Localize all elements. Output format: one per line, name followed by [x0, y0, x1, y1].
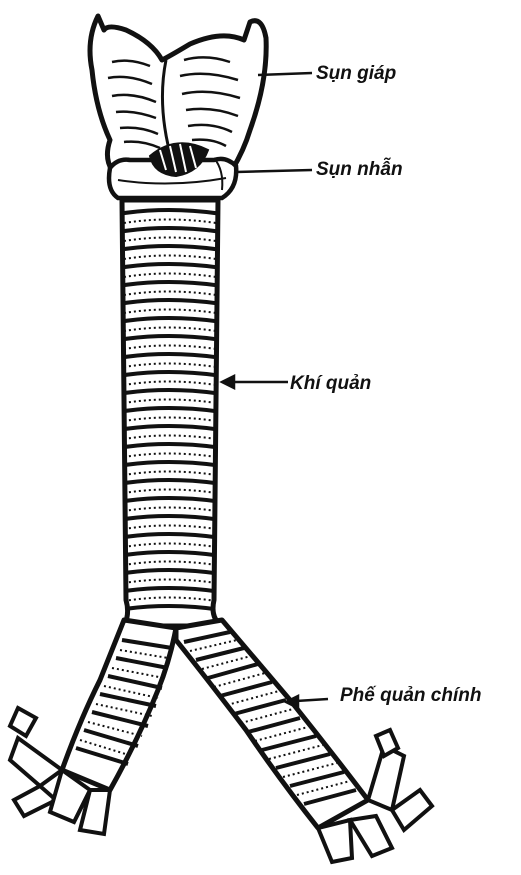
left-bronchus: [10, 620, 176, 834]
trachea-pointer-arrow: [222, 376, 234, 388]
label-cricoid-cartilage: Sụn nhẫn: [316, 160, 403, 179]
bronchus-pointer-line: [296, 699, 328, 701]
cricoid-pointer-line: [236, 170, 312, 172]
label-trachea: Khí quản: [290, 374, 371, 393]
right-bronchus: [176, 620, 432, 862]
label-main-bronchus: Phế quản chính: [340, 686, 481, 705]
label-thyroid-cartilage: Sụn giáp: [316, 64, 396, 83]
trachea-tube: [118, 200, 222, 626]
